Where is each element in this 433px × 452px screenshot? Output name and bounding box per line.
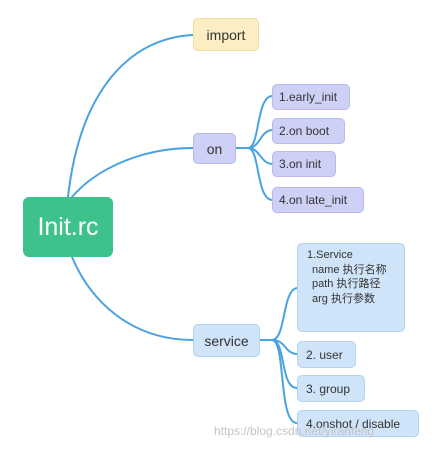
on-item-on-boot[interactable]: 2.on boot [272, 118, 345, 144]
service-detail-line: name 执行名称 [312, 263, 387, 276]
service-detail-node[interactable]: 1.Service name 执行名称 path 执行路径 arg 执行参数 [297, 243, 405, 332]
service-label: service [204, 332, 249, 349]
service-item-label: 4.onshot / disable [306, 416, 401, 431]
edge-root-import [67, 34, 194, 198]
edge-svc-1 [271, 287, 298, 341]
on-item-early-init[interactable]: 1.early_init [272, 84, 350, 110]
on-item-label: 4.on late_init [279, 193, 348, 207]
root-node[interactable]: Init.rc [23, 197, 113, 257]
service-item-onshot-disable[interactable]: 4.onshot / disable [297, 410, 419, 437]
service-item-user[interactable]: 2. user [297, 341, 356, 368]
on-item-label: 3.on init [279, 157, 322, 171]
watermark-text: https://blog.csdn.net/yiranfeng [214, 424, 375, 438]
import-node[interactable]: import [193, 18, 259, 51]
on-item-on-late-init[interactable]: 4.on late_init [272, 187, 364, 213]
service-item-label: 3. group [306, 381, 351, 396]
service-detail-line: arg 执行参数 [312, 292, 375, 305]
edge-on-4 [247, 147, 273, 201]
on-node[interactable]: on [193, 133, 236, 164]
on-label: on [206, 140, 223, 157]
service-node[interactable]: service [193, 324, 260, 357]
service-detail-line: path 执行路径 [312, 278, 381, 290]
import-label: import [206, 26, 246, 43]
edge-root-service [71, 256, 194, 341]
on-item-label: 2.on boot [279, 124, 330, 138]
service-detail-title: 1.Service [307, 249, 353, 261]
edge-root-on [71, 147, 194, 198]
service-item-group[interactable]: 3. group [297, 375, 365, 402]
on-item-on-init[interactable]: 3.on init [272, 151, 336, 177]
edge-on-1 [247, 95, 273, 149]
service-item-label: 2. user [306, 347, 343, 362]
on-item-label: 1.early_init [279, 90, 338, 104]
edge-svc-4 [271, 339, 298, 424]
root-label: Init.rc [37, 212, 99, 241]
